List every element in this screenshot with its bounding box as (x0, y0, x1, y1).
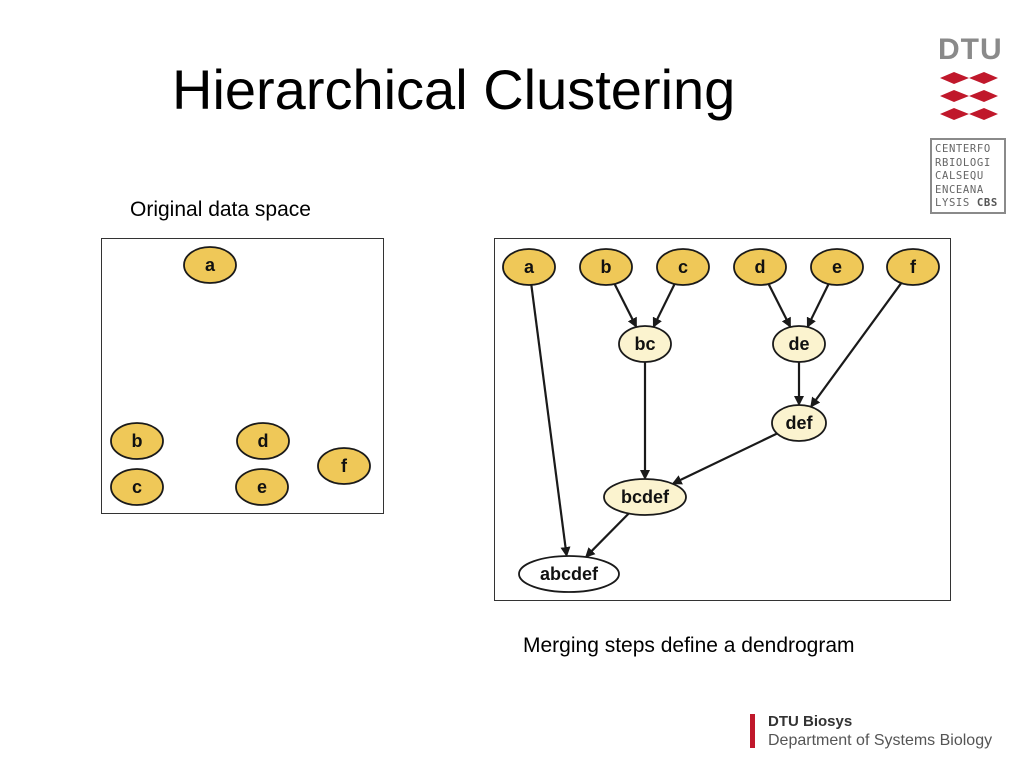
edge-f-to-def (810, 282, 903, 408)
node-e-label: e (257, 477, 267, 497)
node-abcdef-label: abcdef (540, 564, 599, 584)
node-c: c (656, 248, 710, 286)
node-de-ellipse (772, 325, 826, 363)
cbs-logo-line: CALSEQU (935, 170, 984, 183)
dtu-logo-text: DTU (938, 33, 1003, 66)
node-f-label: f (341, 456, 348, 476)
node-f-ellipse (886, 248, 940, 286)
node-bc-ellipse (618, 325, 672, 363)
node-bcdef: bcdef (603, 478, 687, 516)
edge-bcdef-to-abcdef (585, 512, 630, 558)
node-e-label: e (832, 257, 842, 277)
node-c: c (110, 468, 164, 506)
node-b: b (110, 422, 164, 460)
node-f-ellipse (317, 447, 371, 485)
cbs-logo-line: CENTERFO (935, 143, 991, 155)
edge-d-to-de (767, 283, 791, 328)
data-space-caption: Original data space (130, 198, 311, 221)
cbs-logo-bold: CBS (976, 197, 998, 210)
cbs-logo: CENTERFO RBIOLOGI CALSEQU ENCEANA LYSIS … (930, 138, 1006, 214)
node-a-ellipse (183, 246, 237, 284)
node-def-label: def (786, 413, 814, 433)
node-bcdef-ellipse (603, 478, 687, 516)
data-space-panel: a b c d e f (101, 238, 384, 514)
node-c-ellipse (110, 468, 164, 506)
node-c-label: c (132, 477, 142, 497)
node-d-label: d (755, 257, 766, 277)
dendrogram-caption: Merging steps define a dendrogram (523, 634, 855, 657)
node-b-ellipse (579, 248, 633, 286)
node-a-label: a (205, 255, 216, 275)
node-d-ellipse (733, 248, 787, 286)
node-bcdef-label: bcdef (621, 487, 670, 507)
node-de: de (772, 325, 826, 363)
node-f: f (886, 248, 940, 286)
node-b-label: b (132, 431, 143, 451)
node-d-label: d (258, 431, 269, 451)
node-a: a (502, 248, 556, 286)
edge-a-to-abcdef (530, 284, 571, 558)
dtu-logo-waves-icon (940, 72, 998, 120)
node-f: f (317, 447, 371, 485)
node-a-ellipse (502, 248, 556, 286)
edge-b-to-bc (613, 283, 637, 328)
node-c-label: c (678, 257, 688, 277)
node-b: b (579, 248, 633, 286)
node-f-label: f (910, 257, 917, 277)
node-e-ellipse (235, 468, 289, 506)
dtu-logo: DTU (938, 33, 1003, 124)
cbs-logo-line: ENCEANA (935, 183, 984, 196)
node-a-label: a (524, 257, 535, 277)
cbs-logo-line: RBIOLOGI (935, 156, 991, 169)
footer-department: Department of Systems Biology (768, 732, 993, 749)
node-abcdef-ellipse (518, 555, 620, 593)
node-b-ellipse (110, 422, 164, 460)
node-d: d (236, 422, 290, 460)
node-def-ellipse (771, 404, 827, 442)
slide-title: Hierarchical Clustering (172, 58, 736, 121)
node-b-label: b (601, 257, 612, 277)
node-def: def (771, 404, 827, 442)
data-space-plot: a b c d e f (110, 246, 371, 506)
node-e: e (810, 248, 864, 286)
footer-red-bar (750, 714, 755, 748)
node-c-ellipse (656, 248, 710, 286)
node-abcdef: abcdef (518, 555, 620, 593)
edge-e-to-de (806, 283, 830, 328)
footer-org: DTU Biosys (768, 713, 853, 730)
node-d: d (733, 248, 787, 286)
cbs-logo-line: LYSIS CBS (935, 197, 1002, 211)
node-bc: bc (618, 325, 672, 363)
cbs-logo-line-text: LYSIS (935, 197, 970, 210)
node-e-ellipse (810, 248, 864, 286)
node-e: e (235, 468, 289, 506)
node-de-label: de (788, 334, 809, 354)
edge-def-to-bcdef (671, 432, 778, 485)
node-a: a (183, 246, 237, 284)
edge-c-to-bc (652, 283, 676, 328)
node-bc-label: bc (634, 334, 655, 354)
node-d-ellipse (236, 422, 290, 460)
